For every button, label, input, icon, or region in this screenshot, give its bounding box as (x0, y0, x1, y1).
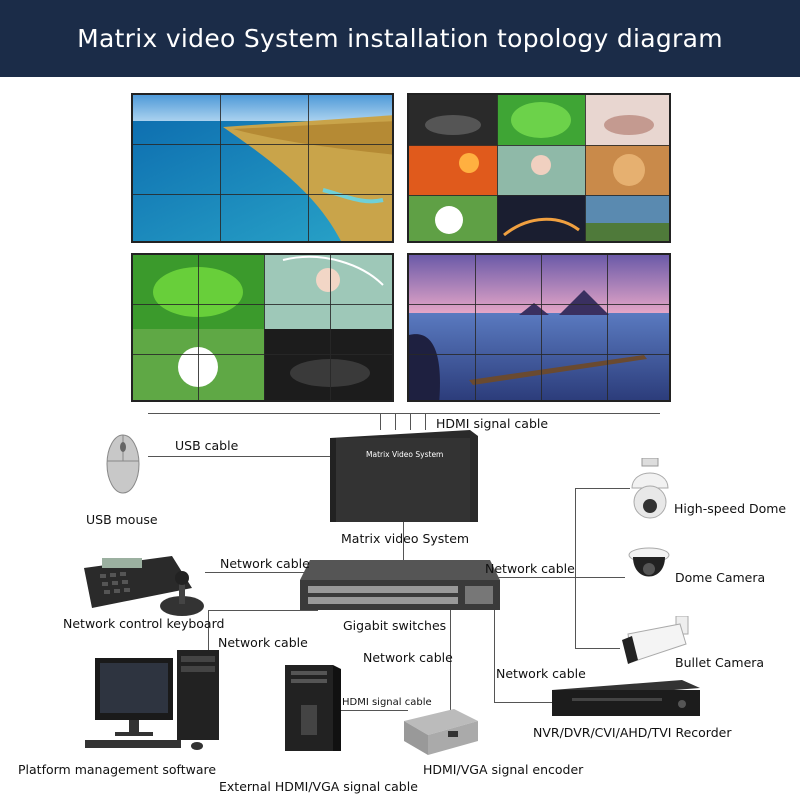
encoder-icon (404, 709, 478, 755)
bullet-camera-device (618, 615, 690, 668)
page-title: Matrix video System installation topolog… (77, 24, 723, 53)
quad-images (133, 255, 392, 400)
recorder-label: NVR/DVR/CVI/AHD/TVI Recorder (533, 725, 732, 740)
matrix-box-icon (330, 430, 478, 522)
camera-line (575, 577, 625, 578)
platform-line (208, 610, 318, 611)
usb-mouse-device (105, 433, 141, 495)
video-wall-mosaic (407, 93, 671, 243)
tower-icon (285, 665, 341, 751)
bullet-line (575, 648, 620, 649)
hdmi-encoder-line (338, 710, 408, 711)
recorder-line (494, 702, 554, 703)
platform-riser-line (208, 610, 209, 650)
platform-pc-device (85, 650, 225, 752)
external-source-tower (285, 665, 341, 751)
mosaic-images (409, 95, 669, 241)
video-wall-landscape (131, 93, 394, 243)
landscape-image (133, 95, 392, 241)
switch-icon (300, 560, 500, 610)
seascape-image (409, 255, 669, 400)
hdmi-top-label: HDMI signal cable (436, 416, 549, 431)
bullet-camera-label: Bullet Camera (675, 655, 765, 670)
gigabit-switch-device (300, 560, 500, 612)
signal-encoder-device (404, 707, 478, 757)
network-control-keyboard-label: Network control keyboard (63, 616, 225, 631)
mouse-icon (106, 434, 140, 494)
hdmi-encoder-cable-label: HDMI signal cable (342, 697, 432, 708)
network-cable-platform-label: Network cable (218, 635, 308, 650)
camera-bus-line (490, 577, 575, 578)
recorder-icon (552, 680, 700, 716)
header-banner: Matrix video System installation topolog… (0, 0, 800, 77)
dome-camera-icon (628, 547, 670, 577)
usb-line (148, 456, 330, 457)
high-speed-dome-device (628, 457, 672, 520)
network-cable-encoder-label: Network cable (363, 650, 453, 665)
dome-camera-device (628, 545, 670, 587)
matrix-front-label: Matrix Video System (366, 450, 444, 459)
video-wall-seascape (407, 253, 671, 402)
platform-software-label: Platform management software (18, 762, 217, 777)
network-keyboard-device (82, 548, 207, 618)
matrix-system-label: Matrix video System (341, 531, 470, 546)
usb-mouse-label: USB mouse (86, 512, 158, 527)
hdmi-drop-2 (395, 413, 396, 430)
dome-line (575, 488, 630, 489)
keyboard-line (205, 572, 315, 573)
external-cable-label: External HDMI/VGA signal cable (219, 779, 418, 794)
hdmi-drop-3 (410, 413, 411, 430)
wall-bus-line (148, 413, 660, 414)
matrix-video-system-device: Matrix Video System (330, 430, 478, 522)
hdmi-drop-1 (380, 413, 381, 430)
dome-camera-label: Dome Camera (675, 570, 766, 585)
encoder-label: HDMI/VGA signal encoder (423, 762, 584, 777)
pc-icon (85, 650, 219, 750)
hdmi-drop-4 (425, 413, 426, 430)
nvr-recorder-device (552, 680, 700, 718)
ptz-dome-icon (631, 457, 669, 519)
network-cable-recorder-label: Network cable (496, 666, 586, 681)
bullet-camera-icon (622, 615, 689, 664)
video-wall-quad (131, 253, 394, 402)
high-speed-dome-label: High-speed Dome (674, 501, 787, 516)
camera-riser-line (575, 488, 576, 648)
usb-cable-label: USB cable (175, 438, 239, 453)
gigabit-switches-label: Gigabit switches (343, 618, 447, 633)
recorder-riser-line (494, 610, 495, 702)
network-cable-cameras-label: Network cable (485, 561, 575, 576)
network-cable-keyboard-label: Network cable (220, 556, 310, 571)
encoder-riser-line (450, 610, 451, 710)
keyboard-icon (84, 556, 204, 616)
matrix-to-switch-line (403, 522, 404, 560)
